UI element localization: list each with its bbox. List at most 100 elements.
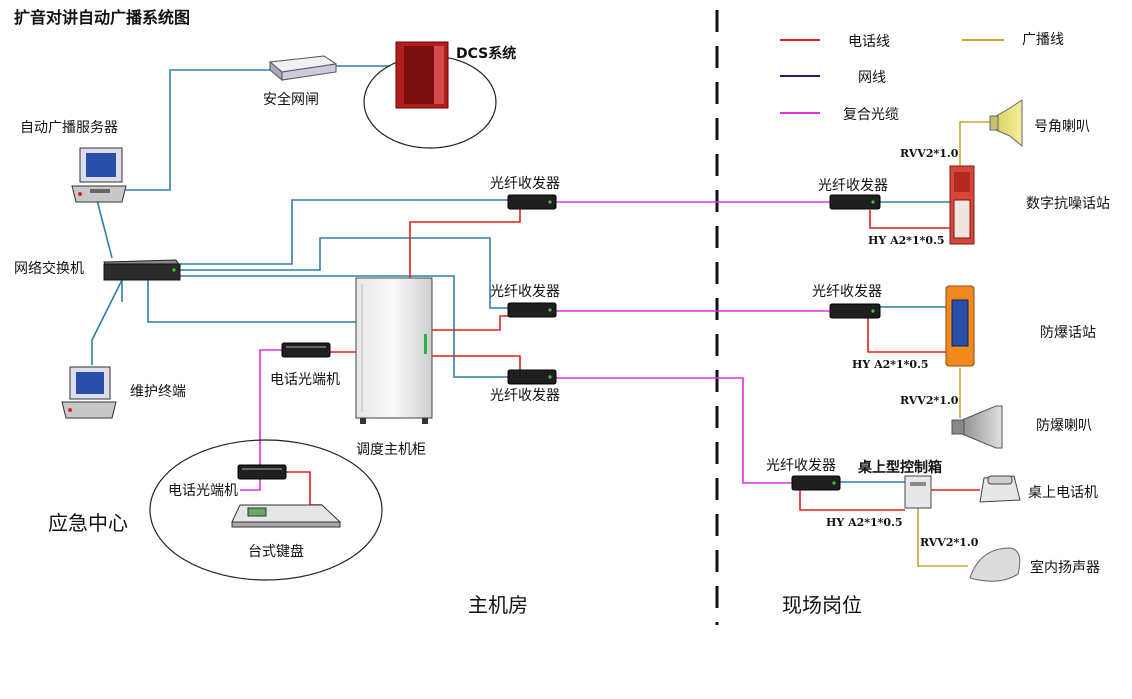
ft2-label: 光纤收发器 xyxy=(490,284,560,300)
fiber-transceiver-room-1[interactable]: 光纤收发器 xyxy=(490,176,560,210)
keyboard-handset-icon xyxy=(247,507,267,517)
fiber-phoneterm1-phoneterm2 xyxy=(240,349,282,491)
desk-phone[interactable]: 桌上电话机 xyxy=(979,475,1098,503)
maintenance-terminal-label: 维护终端 xyxy=(130,384,186,400)
digital-station[interactable]: 数字抗噪话站 HY A2*1*0.5 xyxy=(868,165,1110,247)
dcs-server-side xyxy=(434,46,444,104)
cable-label-hya-2: HY A2*1*0.5 xyxy=(852,358,929,371)
legend: 电话线 广播线 网线 复合光缆 xyxy=(780,32,1064,123)
phone-terminal-ec-stripe xyxy=(242,468,282,470)
switch-led-icon xyxy=(172,268,176,272)
fiber-transceiver-room-3[interactable]: 光纤收发器 xyxy=(490,369,560,404)
ex-horn-driver xyxy=(951,419,965,435)
cabinet-handle-icon xyxy=(424,334,427,354)
keyboard-icon-front xyxy=(231,521,341,528)
explosion-proof-station[interactable]: 防爆话站 HY A2*1*0.5 xyxy=(852,285,1096,371)
ft4-icon xyxy=(829,194,881,210)
phone-terminal-room-label: 电话光端机 xyxy=(270,372,340,388)
control-box-label: 桌上型控制箱 xyxy=(858,459,942,476)
server-led-icon xyxy=(78,192,82,196)
ex-horn-icon xyxy=(961,405,1003,449)
fiber-transceiver-room-2[interactable]: 光纤收发器 xyxy=(490,284,560,318)
net-server-switch xyxy=(96,199,113,259)
phone-ft2-cabinet xyxy=(432,315,520,331)
maintenance-terminal[interactable]: 维护终端 xyxy=(61,366,186,419)
desktop-control-box[interactable]: 桌上型控制箱 HY A2*1*0.5 xyxy=(826,459,942,529)
broadcast-server[interactable]: 自动广播服务器 xyxy=(20,120,127,203)
ex-horn-label: 防爆喇叭 xyxy=(1036,418,1092,434)
gateway-icon-front xyxy=(281,63,337,81)
phone-terminal-ec-icon xyxy=(237,464,287,480)
net-switch-ft1 xyxy=(180,199,510,265)
phone-ft5-station xyxy=(867,318,946,353)
ft1-icon xyxy=(507,194,557,210)
desk-phone-label: 桌上电话机 xyxy=(1028,485,1098,501)
phone-ft3-cabinet xyxy=(432,355,521,370)
ex-station-panel xyxy=(951,299,969,347)
ex-station-label: 防爆话站 xyxy=(1040,325,1096,341)
legend-label-network: 网线 xyxy=(858,70,886,86)
horn-speaker[interactable]: 号角喇叭 RVV2*1.0 xyxy=(900,99,1090,160)
digital-station-label: 数字抗噪话站 xyxy=(1026,196,1110,212)
phone-ft4-station xyxy=(869,210,950,229)
phone-ft6-controlbox xyxy=(799,490,905,511)
dispatch-cabinet[interactable]: 调度主机柜 xyxy=(355,277,433,458)
phone-terminal-room-icon xyxy=(281,342,331,358)
fiber-transceiver-field-3[interactable]: 光纤收发器 xyxy=(766,458,841,491)
fiber-transceiver-field-2[interactable]: 光纤收发器 xyxy=(812,284,882,319)
dispatch-cabinet-label: 调度主机柜 xyxy=(356,442,426,458)
explosion-proof-horn[interactable]: 防爆喇叭 RVV2*1.0 xyxy=(900,394,1092,449)
network-switch[interactable]: 网络交换机 xyxy=(14,259,181,281)
ft3-icon xyxy=(507,369,557,385)
terminal-screen-icon xyxy=(76,372,104,394)
indoor-speaker[interactable]: 室内扬声器 RVV2*1.0 xyxy=(920,536,1100,582)
phone-optical-terminal-room[interactable]: 电话光端机 xyxy=(270,342,340,388)
ft5-label: 光纤收发器 xyxy=(812,284,882,300)
indoor-speaker-icon xyxy=(969,547,1021,582)
security-gateway[interactable]: 安全网闸 xyxy=(263,55,338,108)
phone-lines xyxy=(286,208,980,511)
ft2-led xyxy=(548,308,552,312)
ft4-label: 光纤收发器 xyxy=(818,178,888,194)
diagram-title: 扩音对讲自动广播系统图 xyxy=(14,8,190,27)
digital-station-keypad xyxy=(953,199,971,239)
ft4-led xyxy=(871,200,875,204)
phone-ft1-cabinet xyxy=(409,208,521,280)
cable-label-rvv-2: RVV2*1.0 xyxy=(900,394,959,407)
network-switch-label: 网络交换机 xyxy=(14,260,84,277)
fiber-ft3-ft6 xyxy=(556,377,795,484)
zone-label-field: 现场岗位 xyxy=(782,593,862,617)
net-switch-ft3 xyxy=(180,275,510,378)
dcs-system[interactable]: DCS系统 xyxy=(363,41,516,149)
switch-body-icon xyxy=(103,263,181,281)
ft3-label: 光纤收发器 xyxy=(490,388,560,404)
bc-station-horn xyxy=(959,121,996,168)
phone-term-keyboard xyxy=(286,471,322,506)
desk-phone-handset xyxy=(987,475,1013,485)
ft1-label: 光纤收发器 xyxy=(490,176,560,192)
bc-controlbox-speaker xyxy=(917,508,968,567)
ft6-icon xyxy=(791,475,841,491)
digital-station-speaker xyxy=(954,172,970,192)
cabinet-body-icon xyxy=(355,277,433,419)
cabinet-foot-right xyxy=(422,418,428,424)
horn-speaker-icon xyxy=(995,99,1023,148)
fiber-transceiver-field-1[interactable]: 光纤收发器 xyxy=(818,178,888,210)
emergency-center[interactable]: 应急中心 电话光端机 台式键盘 xyxy=(48,439,383,581)
cable-label-rvv-3: RVV2*1.0 xyxy=(920,536,979,549)
ft5-led xyxy=(871,309,875,313)
network-lines xyxy=(91,65,950,483)
ft6-label: 光纤收发器 xyxy=(766,458,836,474)
control-box-icon xyxy=(904,475,932,509)
legend-label-fiber: 复合光缆 xyxy=(843,106,899,123)
cable-label-hya-1: HY A2*1*0.5 xyxy=(868,234,945,247)
indoor-speaker-label: 室内扬声器 xyxy=(1030,559,1100,576)
control-box-slot xyxy=(910,482,926,486)
net-server-gateway xyxy=(125,69,270,191)
net-switch-ft2 xyxy=(180,237,510,309)
security-gateway-label: 安全网闸 xyxy=(263,91,319,108)
terminal-case-icon xyxy=(61,401,117,419)
terminal-led-icon xyxy=(68,408,72,412)
server-drive-icon xyxy=(90,189,110,193)
ft5-icon xyxy=(829,303,881,319)
